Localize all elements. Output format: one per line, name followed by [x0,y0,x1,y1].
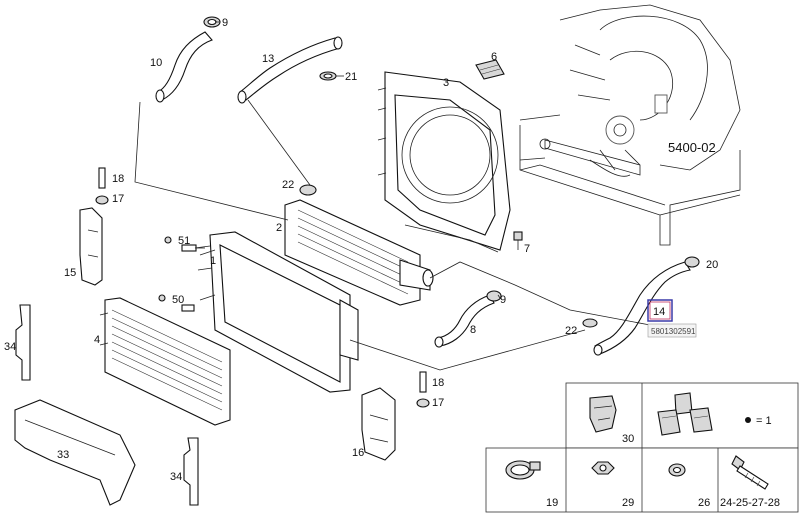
part-6-bracket [475,59,505,80]
parts-18-17-bottom [416,371,430,408]
highlight-box-14-inner [649,301,671,320]
label-18-bottom: 18 [432,377,444,389]
label-7: 7 [524,243,530,255]
radiator [197,231,359,393]
label-22-bottom: 22 [565,325,577,337]
lower-shield [14,399,136,506]
part-number: 5801302591 [651,327,696,336]
legend-equals: = 1 [756,415,772,427]
bracket-15 [79,207,103,286]
clip-30-icon [589,395,617,433]
hose-clamp-19-icon [505,460,541,480]
label-34-right: 34 [170,471,182,483]
label-51: 51 [178,235,190,247]
label-34-left: 34 [4,341,16,353]
leader-lines [134,21,651,371]
intercooler [284,199,434,306]
clamp-21 [319,71,337,81]
label-33: 33 [57,449,69,461]
legend-grid [485,382,799,513]
label-26: 26 [698,497,710,509]
clamp-9-mid [486,290,502,302]
label-6: 6 [491,51,497,63]
parts-18-17-top [95,167,109,205]
label-14[interactable]: 14 [653,306,665,318]
hose-8 [434,294,495,348]
sensor-50 [158,294,195,312]
part-number-box [647,323,697,338]
label-3: 3 [443,77,449,89]
washer-26-icon [668,463,686,477]
label-18-top: 18 [112,173,124,185]
engine-fan-ghost [519,4,741,177]
label-50: 50 [172,294,184,306]
label-24-28: 24-25-27-28 [720,497,780,509]
label-20: 20 [706,259,718,271]
clamp-22-bottom [582,318,598,328]
bracket-16 [361,387,396,461]
bracket-34-left [15,304,31,381]
bolt-24-icon [731,455,769,490]
label-16: 16 [352,447,364,459]
kit-icon [657,392,713,436]
label-1: 1 [210,255,216,267]
group-ref-label: 5400-02 [668,140,716,155]
highlight-box-14[interactable] [647,299,673,322]
clamp-22-top [299,184,317,196]
label-17-top: 17 [112,193,124,205]
legend-dot-icon [745,417,751,423]
chassis-frame-ghost [519,125,741,246]
label-9-top: 9 [222,17,228,29]
label-30: 30 [622,433,634,445]
label-15: 15 [64,267,76,279]
label-10: 10 [150,57,162,69]
label-4: 4 [94,334,100,346]
hose-13 [237,36,343,104]
label-13: 13 [262,53,274,65]
hose-10 [155,31,213,103]
label-29: 29 [622,497,634,509]
nut-29-icon [591,461,615,475]
label-9-mid: 9 [500,294,506,306]
fan-shroud [377,71,511,253]
condenser [99,297,231,426]
label-22-top: 22 [282,179,294,191]
hose-14 [593,261,691,356]
bracket-34-right [183,437,199,506]
label-17-bottom: 17 [432,397,444,409]
label-19: 19 [546,497,558,509]
label-2: 2 [276,222,282,234]
clamp-20 [684,256,700,268]
label-21: 21 [345,71,357,83]
part-7-bolt [513,231,523,250]
label-8: 8 [470,324,476,336]
